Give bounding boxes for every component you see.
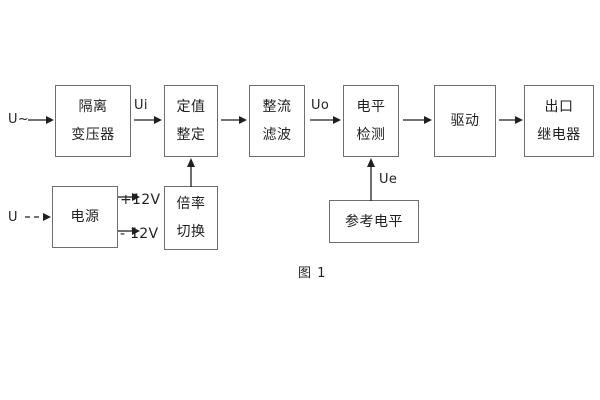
arrow-supply-positive [118, 193, 140, 201]
block-line: 检测 [356, 127, 386, 143]
signal-label-supply-negative: - 12V [120, 226, 159, 242]
arrow-drive-to-output-relay [499, 116, 523, 124]
arrow-input-dc-to-power-supply [25, 213, 51, 221]
block-line: 切换 [176, 224, 206, 240]
block-line: 电源 [70, 209, 100, 225]
signal-label-input-dc: U [8, 210, 18, 225]
signal-label-ui: Ui [134, 98, 148, 113]
arrow-multiplier-to-setpoint [187, 158, 195, 187]
block-line: 滤波 [262, 127, 292, 143]
block-multiplier-switch: 倍率 切换 [164, 186, 218, 250]
block-line: 定值 [176, 99, 206, 115]
block-line: 整流 [262, 99, 292, 115]
block-level-detection: 电平 检测 [343, 85, 399, 157]
block-line: 继电器 [537, 127, 581, 143]
block-output-relay: 出口 继电器 [524, 85, 594, 157]
block-line: 电平 [356, 99, 386, 115]
block-reference-level: 参考电平 [329, 200, 419, 243]
arrow-level-detection-to-drive [403, 116, 432, 124]
arrow-supply-negative [118, 227, 140, 235]
block-line: 驱动 [450, 113, 480, 129]
arrow-rectify-to-level-detection [310, 116, 341, 124]
arrow-input-ac-to-isolation [28, 116, 54, 124]
block-line: 参考电平 [345, 213, 403, 230]
signal-label-supply-positive: +12V [120, 192, 161, 208]
arrow-setpoint-to-rectify [221, 116, 247, 124]
block-line: 隔离 [78, 99, 108, 115]
signal-label-uo: Uo [311, 98, 330, 113]
block-isolation-transformer: 隔离 变压器 [55, 85, 131, 157]
block-power-supply: 电源 [52, 186, 118, 248]
block-rectify-filter: 整流 滤波 [249, 85, 305, 157]
signal-label-input-ac: U~ [8, 112, 30, 127]
figure-caption: 图 1 [298, 266, 327, 281]
arrow-reference-to-level-detection [367, 158, 375, 201]
block-line: 出口 [544, 99, 574, 115]
block-setpoint-setting: 定值 整定 [164, 85, 218, 157]
signal-label-ue: Ue [379, 172, 398, 187]
arrow-isolation-to-setpoint [134, 116, 162, 124]
block-line: 整定 [176, 127, 206, 143]
block-line: 变压器 [71, 127, 115, 143]
block-drive: 驱动 [434, 85, 496, 157]
block-line: 倍率 [176, 196, 206, 212]
